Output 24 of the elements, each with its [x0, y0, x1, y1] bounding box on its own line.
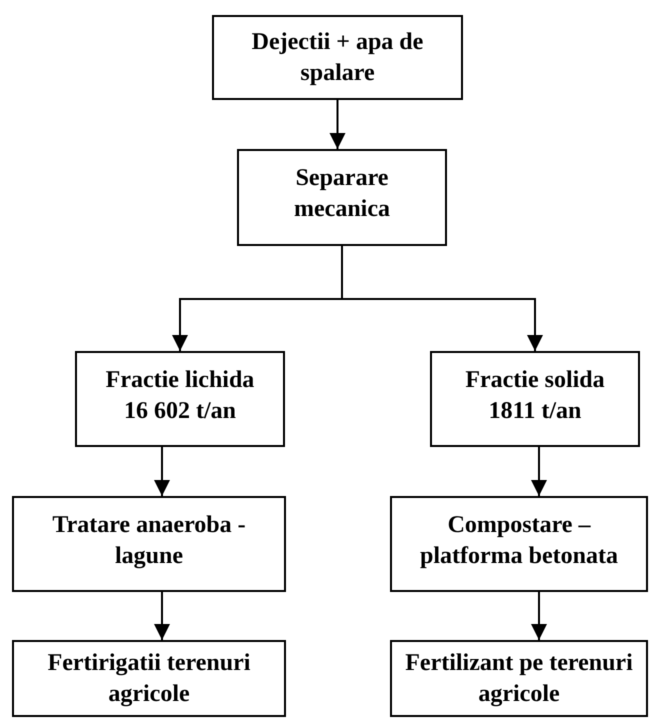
- process-box: [237, 149, 447, 246]
- process-box: [75, 351, 285, 447]
- arrow: [531, 447, 547, 496]
- arrow: [154, 592, 170, 640]
- arrow: [531, 592, 547, 640]
- box-text: 1811 t/an: [488, 397, 582, 426]
- box-text: Tratare anaeroba - lagune: [51, 511, 247, 571]
- box-text: Separare mecanica: [293, 164, 391, 224]
- box-text: Fractie lichida: [106, 366, 254, 395]
- box-text: Fractie solida: [465, 366, 605, 395]
- arrow: [330, 100, 346, 149]
- box-text: 16 602 t/an: [124, 397, 236, 426]
- box-text: Fertirigatii terenuri agricole: [46, 648, 252, 708]
- process-box: [390, 496, 648, 592]
- box-text: Dejectii + apa de spalare: [250, 28, 424, 88]
- process-box: [212, 15, 463, 100]
- process-box: [12, 496, 286, 592]
- process-box: [390, 640, 648, 717]
- box-text: Fertilizant pe terenuri agricole: [404, 648, 634, 708]
- arrow: [341, 246, 543, 351]
- box-text: Compostare – platforma betonata: [419, 511, 619, 571]
- process-box: [12, 640, 286, 717]
- arrow: [154, 447, 170, 496]
- process-box: [430, 351, 640, 447]
